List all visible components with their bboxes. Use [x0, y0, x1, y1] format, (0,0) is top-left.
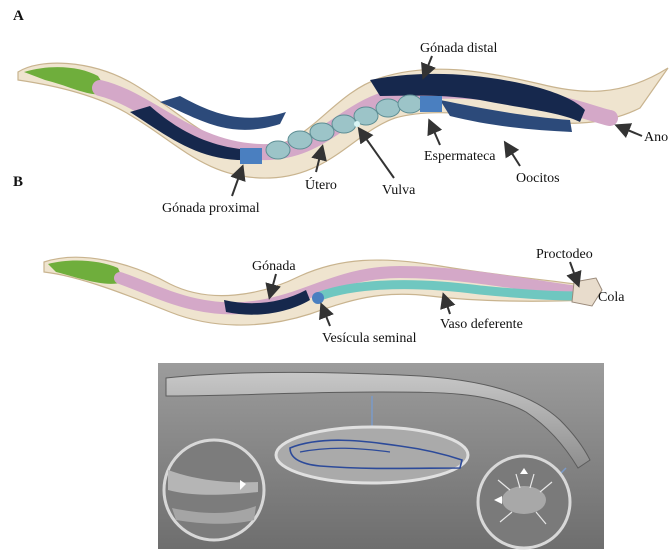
label-espermateca: Espermateca	[424, 149, 496, 164]
seminal-vesicle-mark	[312, 292, 324, 304]
label-vesicula-seminal: Vesícula seminal	[322, 331, 417, 346]
label-ano: Ano	[644, 130, 668, 145]
panel-b-letter: B	[13, 174, 23, 190]
panel-a-letter: A	[13, 8, 24, 24]
panel-b: B Gónada Proctodeo Cola Vaso deferente V…	[13, 174, 625, 346]
spermatheca-posterior	[420, 96, 442, 112]
panel-a: A Gónada distal Ano	[13, 8, 668, 216]
spermatheca-anterior	[240, 148, 262, 164]
label-utero: Útero	[305, 176, 337, 193]
inset-center	[276, 427, 468, 483]
inset-left	[164, 440, 264, 540]
arrow-ano	[618, 126, 642, 136]
label-cola: Cola	[598, 290, 625, 305]
label-gonada-distal: Gónada distal	[420, 41, 497, 56]
label-vulva: Vulva	[382, 183, 416, 198]
micrograph-panel	[158, 363, 604, 549]
label-gonada: Gónada	[252, 259, 296, 274]
vulva-mark	[354, 121, 360, 127]
label-gonada-proximal: Gónada proximal	[162, 201, 260, 216]
inset-right	[478, 456, 570, 548]
label-vaso-deferente: Vaso deferente	[440, 317, 523, 332]
arrow-proctodeo	[570, 262, 578, 284]
arrow-espermateca	[430, 122, 440, 145]
arrow-oocitos	[506, 144, 520, 166]
label-proctodeo: Proctodeo	[536, 247, 593, 262]
arrow-vaso-deferente	[444, 296, 450, 314]
arrow-vulva	[360, 130, 394, 178]
label-oocitos: Oocitos	[516, 171, 560, 186]
